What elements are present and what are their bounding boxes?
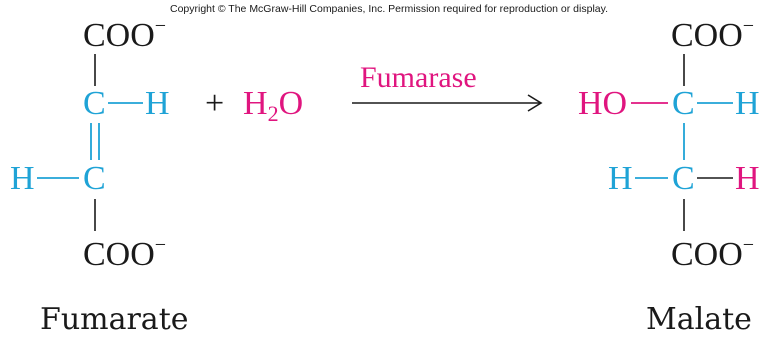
fumarate-upper-carbon: C (83, 85, 106, 122)
copyright-notice: Copyright © The McGraw-Hill Companies, I… (169, 3, 609, 15)
malate-bottom-coo: COO− (671, 234, 754, 273)
fumarate-top-coo: COO− (83, 15, 166, 54)
fumarate-name: Fumarate (40, 302, 189, 337)
malate-hydroxyl: HO (578, 85, 627, 122)
malate-lower-right-hydrogen: H (735, 160, 760, 197)
malate-name: Malate (646, 302, 752, 337)
fumarate-lower-hydrogen: H (10, 160, 35, 197)
plus-sign: + (205, 85, 224, 122)
malate-top-coo: COO− (671, 15, 754, 54)
fumarate-lower-carbon: C (83, 160, 106, 197)
malate-lower-left-hydrogen: H (608, 160, 633, 197)
malate-structure: COO− HO C H H C H COO− (578, 15, 760, 273)
fumarate-structure: COO− C H H C COO− (10, 15, 170, 273)
reaction-arrow (352, 94, 543, 112)
fumarate-bottom-coo: COO− (83, 234, 166, 273)
fumarate-upper-hydrogen: H (145, 85, 170, 122)
water-formula: H2O (243, 85, 303, 126)
malate-upper-carbon: C (672, 85, 695, 122)
malate-lower-carbon: C (672, 160, 695, 197)
malate-upper-hydrogen: H (735, 85, 760, 122)
enzyme-label: Fumarase (360, 61, 477, 94)
